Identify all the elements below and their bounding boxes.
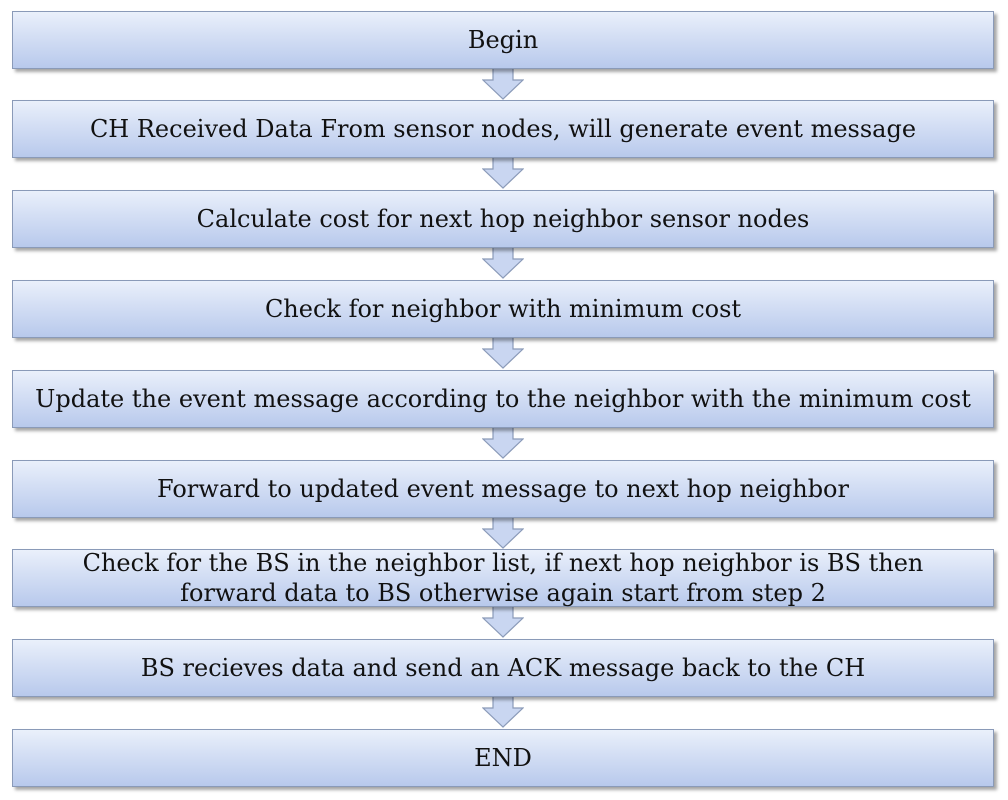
step-update-event-message: Update the event message according to th… (12, 370, 994, 428)
down-arrow-icon (482, 335, 524, 369)
step-bs-ack: BS recieves data and send an ACK message… (12, 639, 994, 697)
step-label: BS recieves data and send an ACK message… (140, 654, 866, 682)
step-check-bs: Check for the BS in the neighbor list, i… (12, 549, 994, 607)
step-forward-message: Forward to updated event message to next… (12, 460, 994, 518)
step-label: Check for the BS in the neighbor list, i… (82, 549, 924, 607)
down-arrow-icon (482, 155, 524, 189)
step-label: Check for neighbor with minimum cost (264, 295, 742, 323)
down-arrow-icon (482, 425, 524, 459)
step-label: Forward to updated event message to next… (157, 475, 849, 503)
step-begin: Begin (12, 11, 994, 69)
down-arrow-icon (482, 694, 524, 728)
step-label: Begin (467, 26, 539, 54)
step-label: Update the event message according to th… (35, 385, 971, 413)
step-calculate-cost: Calculate cost for next hop neighbor sen… (12, 190, 994, 248)
step-label: END (474, 744, 532, 772)
step-check-minimum-cost: Check for neighbor with minimum cost (12, 280, 994, 338)
down-arrow-icon (482, 245, 524, 279)
down-arrow-icon (482, 604, 524, 638)
step-label: Calculate cost for next hop neighbor sen… (196, 205, 810, 233)
down-arrow-icon (482, 66, 524, 100)
step-receive-data: CH Received Data From sensor nodes, will… (12, 100, 994, 158)
step-end: END (12, 729, 994, 787)
step-label: CH Received Data From sensor nodes, will… (89, 115, 917, 143)
down-arrow-icon (482, 515, 524, 549)
